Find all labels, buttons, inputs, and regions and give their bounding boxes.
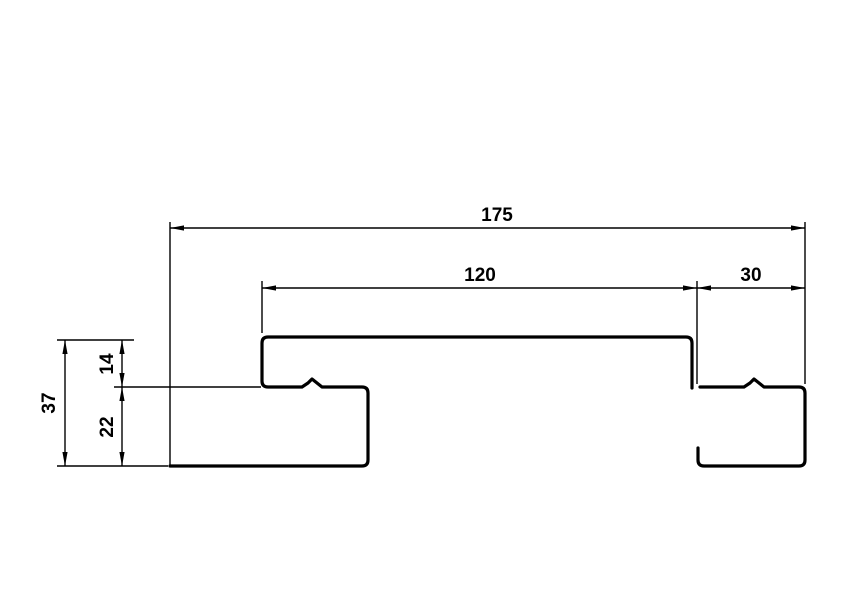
profile-right-section-outline bbox=[696, 377, 807, 468]
dimension-lower-step-height-label: 22 bbox=[97, 416, 118, 437]
dimension-overall-width-label: 175 bbox=[481, 205, 513, 226]
dimension-overall-width: 175 bbox=[170, 205, 805, 231]
dimension-top-face-width: 120 bbox=[262, 265, 697, 291]
dimension-upper-step-height-label: 14 bbox=[97, 353, 118, 375]
dimension-top-face-width-label: 120 bbox=[464, 265, 496, 286]
dimension-overall-height-label: 37 bbox=[39, 392, 60, 413]
dimension-right-lap-width-label: 30 bbox=[740, 265, 761, 286]
dimension-lower-step-height: 22 bbox=[97, 387, 125, 466]
dimension-overall-height: 37 bbox=[39, 340, 68, 466]
dimension-upper-step-height: 14 bbox=[97, 340, 125, 387]
dimension-right-lap-width: 30 bbox=[697, 265, 805, 291]
profile-main-outline bbox=[168, 335, 694, 468]
